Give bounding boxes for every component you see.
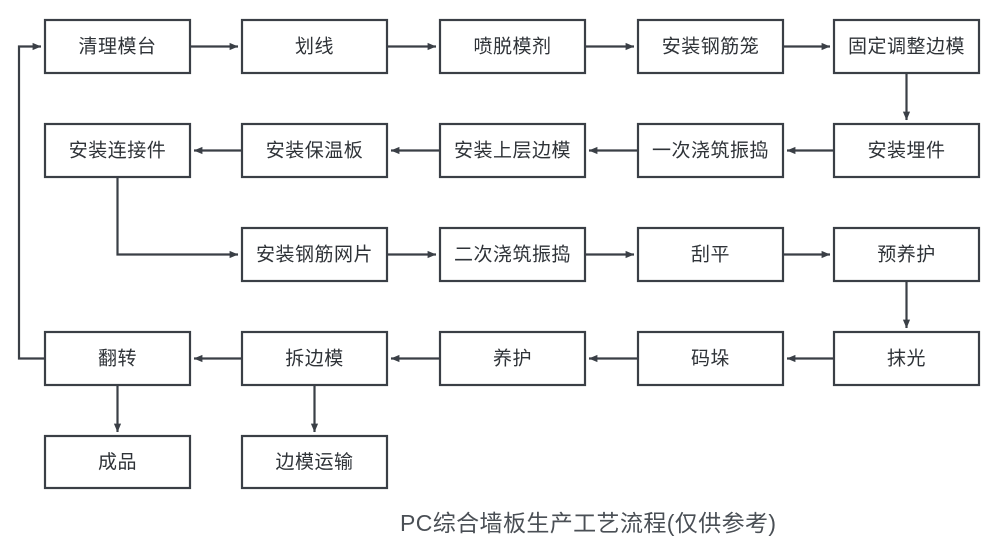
node-label: 安装连接件	[69, 140, 167, 162]
node-layer: 清理模台 划线 喷脱模剂 安装钢筋笼 固定调整边模 安装埋件	[43, 18, 981, 490]
node-label: 喷脱模剂	[473, 36, 551, 58]
node-label: 翻转	[98, 348, 137, 370]
node-label: 码垛	[691, 348, 730, 370]
edge-n19-n1-feedback	[17, 42, 45, 360]
node-box[interactable]	[240, 330, 389, 387]
node-label: 二次浇筑振捣	[454, 244, 571, 266]
node-box[interactable]	[240, 226, 389, 283]
node-erci-jiaozhu-zhendao[interactable]: 二次浇筑振捣	[438, 226, 587, 283]
node-box[interactable]	[832, 122, 981, 179]
node-label: 固定调整边模	[848, 36, 965, 58]
node-anzhuang-baowenban[interactable]: 安装保温板	[240, 122, 389, 179]
node-anzhuang-shangceng-bianmo[interactable]: 安装上层边模	[438, 122, 587, 179]
node-label: 成品	[98, 451, 137, 473]
edge-layer	[17, 42, 911, 433]
node-label: 安装埋件	[867, 140, 945, 162]
node-label: 抹光	[887, 348, 926, 370]
node-box[interactable]	[636, 226, 785, 283]
node-pen-tuomoji[interactable]: 喷脱模剂	[438, 18, 587, 75]
node-guaping[interactable]: 刮平	[636, 226, 785, 283]
node-box[interactable]	[43, 18, 192, 75]
node-label: 养护	[493, 348, 532, 370]
node-box[interactable]	[636, 330, 785, 387]
node-box[interactable]	[832, 330, 981, 387]
node-box[interactable]	[636, 18, 785, 75]
node-box[interactable]	[438, 330, 587, 387]
node-label: 清理模台	[78, 36, 156, 58]
node-moguang[interactable]: 抹光	[832, 330, 981, 387]
node-box[interactable]	[240, 18, 389, 75]
node-anzhuang-gangjinlong[interactable]: 安装钢筋笼	[636, 18, 785, 75]
node-label: 安装保温板	[266, 140, 364, 162]
node-label: 预养护	[877, 244, 936, 266]
node-box[interactable]	[438, 18, 587, 75]
node-yici-jiaozhu-zhendao[interactable]: 一次浇筑振捣	[636, 122, 785, 179]
edge-n10-n11	[116, 177, 239, 259]
node-box[interactable]	[43, 122, 192, 179]
node-guding-tiaozheng-bianmo[interactable]: 固定调整边模	[832, 18, 981, 75]
node-qingli-motai[interactable]: 清理模台	[43, 18, 192, 75]
node-bianmo-yunshu[interactable]: 边模运输	[240, 434, 389, 490]
node-label: 安装上层边模	[454, 140, 571, 162]
node-label: 拆边模	[285, 348, 344, 370]
node-label: 刮平	[691, 244, 730, 266]
node-label: 划线	[295, 36, 334, 58]
node-label: 安装钢筋网片	[256, 244, 373, 266]
node-box[interactable]	[438, 122, 587, 179]
node-box[interactable]	[832, 226, 981, 283]
node-chai-bianmo[interactable]: 拆边模	[240, 330, 389, 387]
node-box[interactable]	[43, 330, 192, 387]
node-box[interactable]	[43, 434, 192, 490]
node-maduo[interactable]: 码垛	[636, 330, 785, 387]
node-anzhuang-lianjiejian[interactable]: 安装连接件	[43, 122, 192, 179]
node-anzhuang-gangjin-wangpian[interactable]: 安装钢筋网片	[240, 226, 389, 283]
node-box[interactable]	[832, 18, 981, 75]
node-yanghu[interactable]: 养护	[438, 330, 587, 387]
node-label: 一次浇筑振捣	[652, 140, 769, 162]
node-box[interactable]	[636, 122, 785, 179]
node-box[interactable]	[240, 434, 389, 490]
node-fanzhuan[interactable]: 翻转	[43, 330, 192, 387]
node-huaxian[interactable]: 划线	[240, 18, 389, 75]
node-label: 安装钢筋笼	[662, 36, 760, 58]
node-chengpin[interactable]: 成品	[43, 434, 192, 490]
node-box[interactable]	[438, 226, 587, 283]
node-box[interactable]	[240, 122, 389, 179]
node-yuyanghu[interactable]: 预养护	[832, 226, 981, 283]
node-label: 边模运输	[275, 451, 353, 473]
diagram-title: PC综合墙板生产工艺流程(仅供参考)	[400, 510, 777, 536]
node-anzhuang-maijian[interactable]: 安装埋件	[832, 122, 981, 179]
